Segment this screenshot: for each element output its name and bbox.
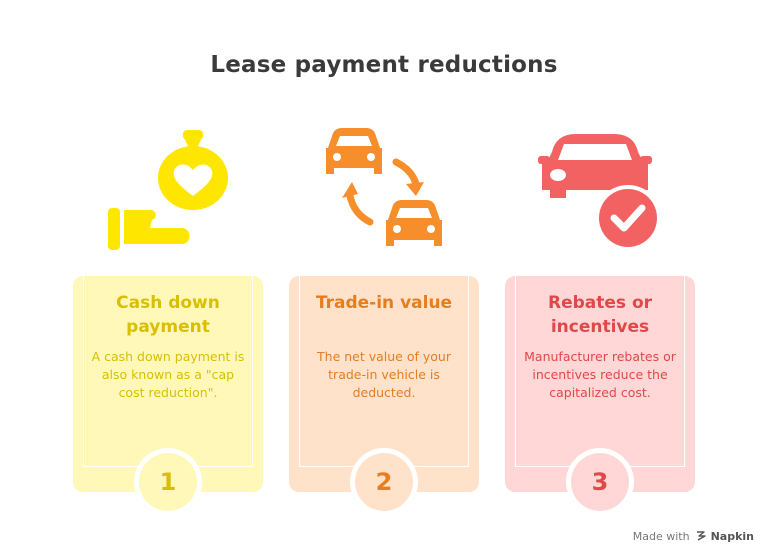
step-badge: 1	[134, 448, 202, 516]
card-trade-in-value: Trade-in value The net value of your tra…	[289, 276, 479, 516]
card-cash-down-payment: Cash down payment A cash down payment is…	[73, 276, 263, 516]
footer-brand: Napkin	[710, 530, 754, 543]
step-badge: 3	[566, 448, 634, 516]
page-title: Lease payment reductions	[210, 52, 558, 78]
made-with-napkin-footer[interactable]: Made with Napkin	[633, 530, 754, 543]
step-badge: 2	[350, 448, 418, 516]
card-heading: Trade-in value	[315, 293, 453, 313]
card-heading: Rebates or incentives	[547, 293, 653, 337]
step-number: 3	[571, 453, 629, 511]
card-heading: Cash down payment	[116, 293, 220, 337]
footer-prefix: Made with	[632, 530, 690, 543]
step-number: 1	[139, 453, 197, 511]
card-description: A cash down payment is also known as a "…	[91, 349, 245, 400]
step-number: 2	[355, 453, 413, 511]
card-rebates-or-incentives: Rebates or incentives Manufacturer rebat…	[505, 276, 695, 516]
car-exchange-icon	[326, 128, 442, 246]
card-description: Manufacturer rebates or incentives reduc…	[524, 349, 676, 400]
card-description: The net value of your trade-in vehicle i…	[317, 349, 451, 400]
car-checkmark-icon	[538, 134, 661, 251]
napkin-logo-icon	[697, 531, 706, 541]
hand-money-bag-heart-icon	[108, 130, 228, 250]
